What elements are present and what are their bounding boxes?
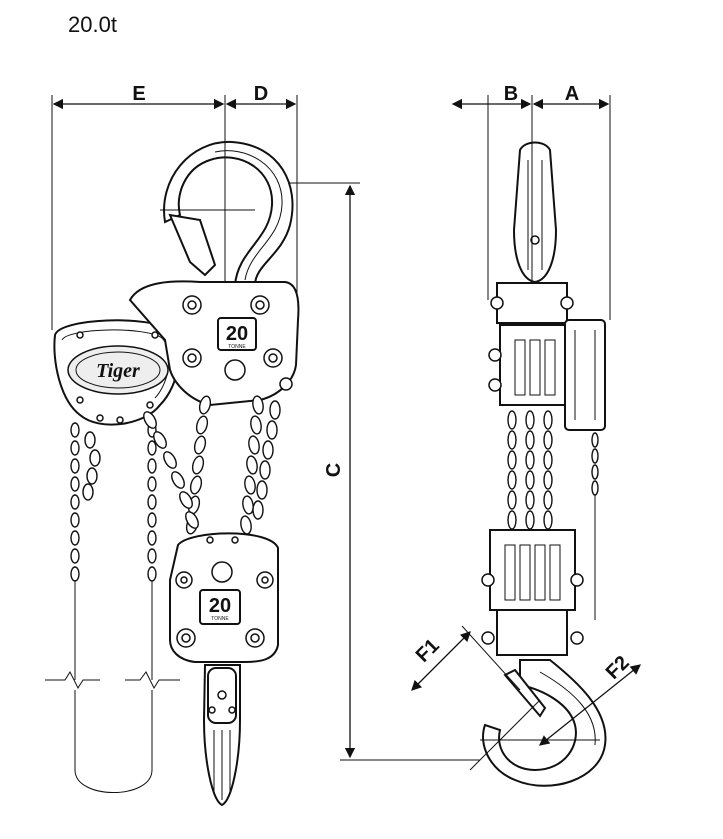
top-hook bbox=[160, 140, 294, 300]
front-view: Tiger 20 TONNE bbox=[45, 83, 480, 807]
dimension-e-label: E bbox=[132, 83, 145, 105]
load-chain bbox=[143, 395, 281, 535]
bottom-block: 20 TONNE bbox=[169, 532, 279, 663]
dimension-f2-line bbox=[538, 664, 642, 746]
dimension-f1-line bbox=[411, 631, 471, 691]
handwheel-housing: Tiger bbox=[53, 319, 180, 426]
hand-chain bbox=[45, 422, 180, 793]
bottom-hook-side bbox=[469, 659, 607, 787]
dimension-b-label: B bbox=[504, 83, 518, 105]
top-block-unit: TONNE bbox=[228, 344, 246, 350]
dimension-f2-label: F2 bbox=[602, 652, 634, 684]
side-view: B A bbox=[411, 83, 642, 787]
dimension-c-label: C bbox=[323, 463, 345, 477]
top-block-rating: 20 bbox=[226, 323, 248, 345]
brand-logo: Tiger bbox=[96, 360, 140, 382]
bottom-block-unit: TONNE bbox=[211, 616, 229, 622]
bottom-hook-front bbox=[202, 664, 241, 807]
bottom-block-rating: 20 bbox=[209, 595, 231, 617]
product-capacity-title: 20.0t bbox=[68, 12, 117, 37]
top-block: 20 TONNE bbox=[128, 280, 300, 407]
dimension-f1-label: F1 bbox=[412, 635, 444, 667]
dimension-d-label: D bbox=[254, 83, 268, 105]
dimension-a-label: A bbox=[565, 83, 579, 105]
